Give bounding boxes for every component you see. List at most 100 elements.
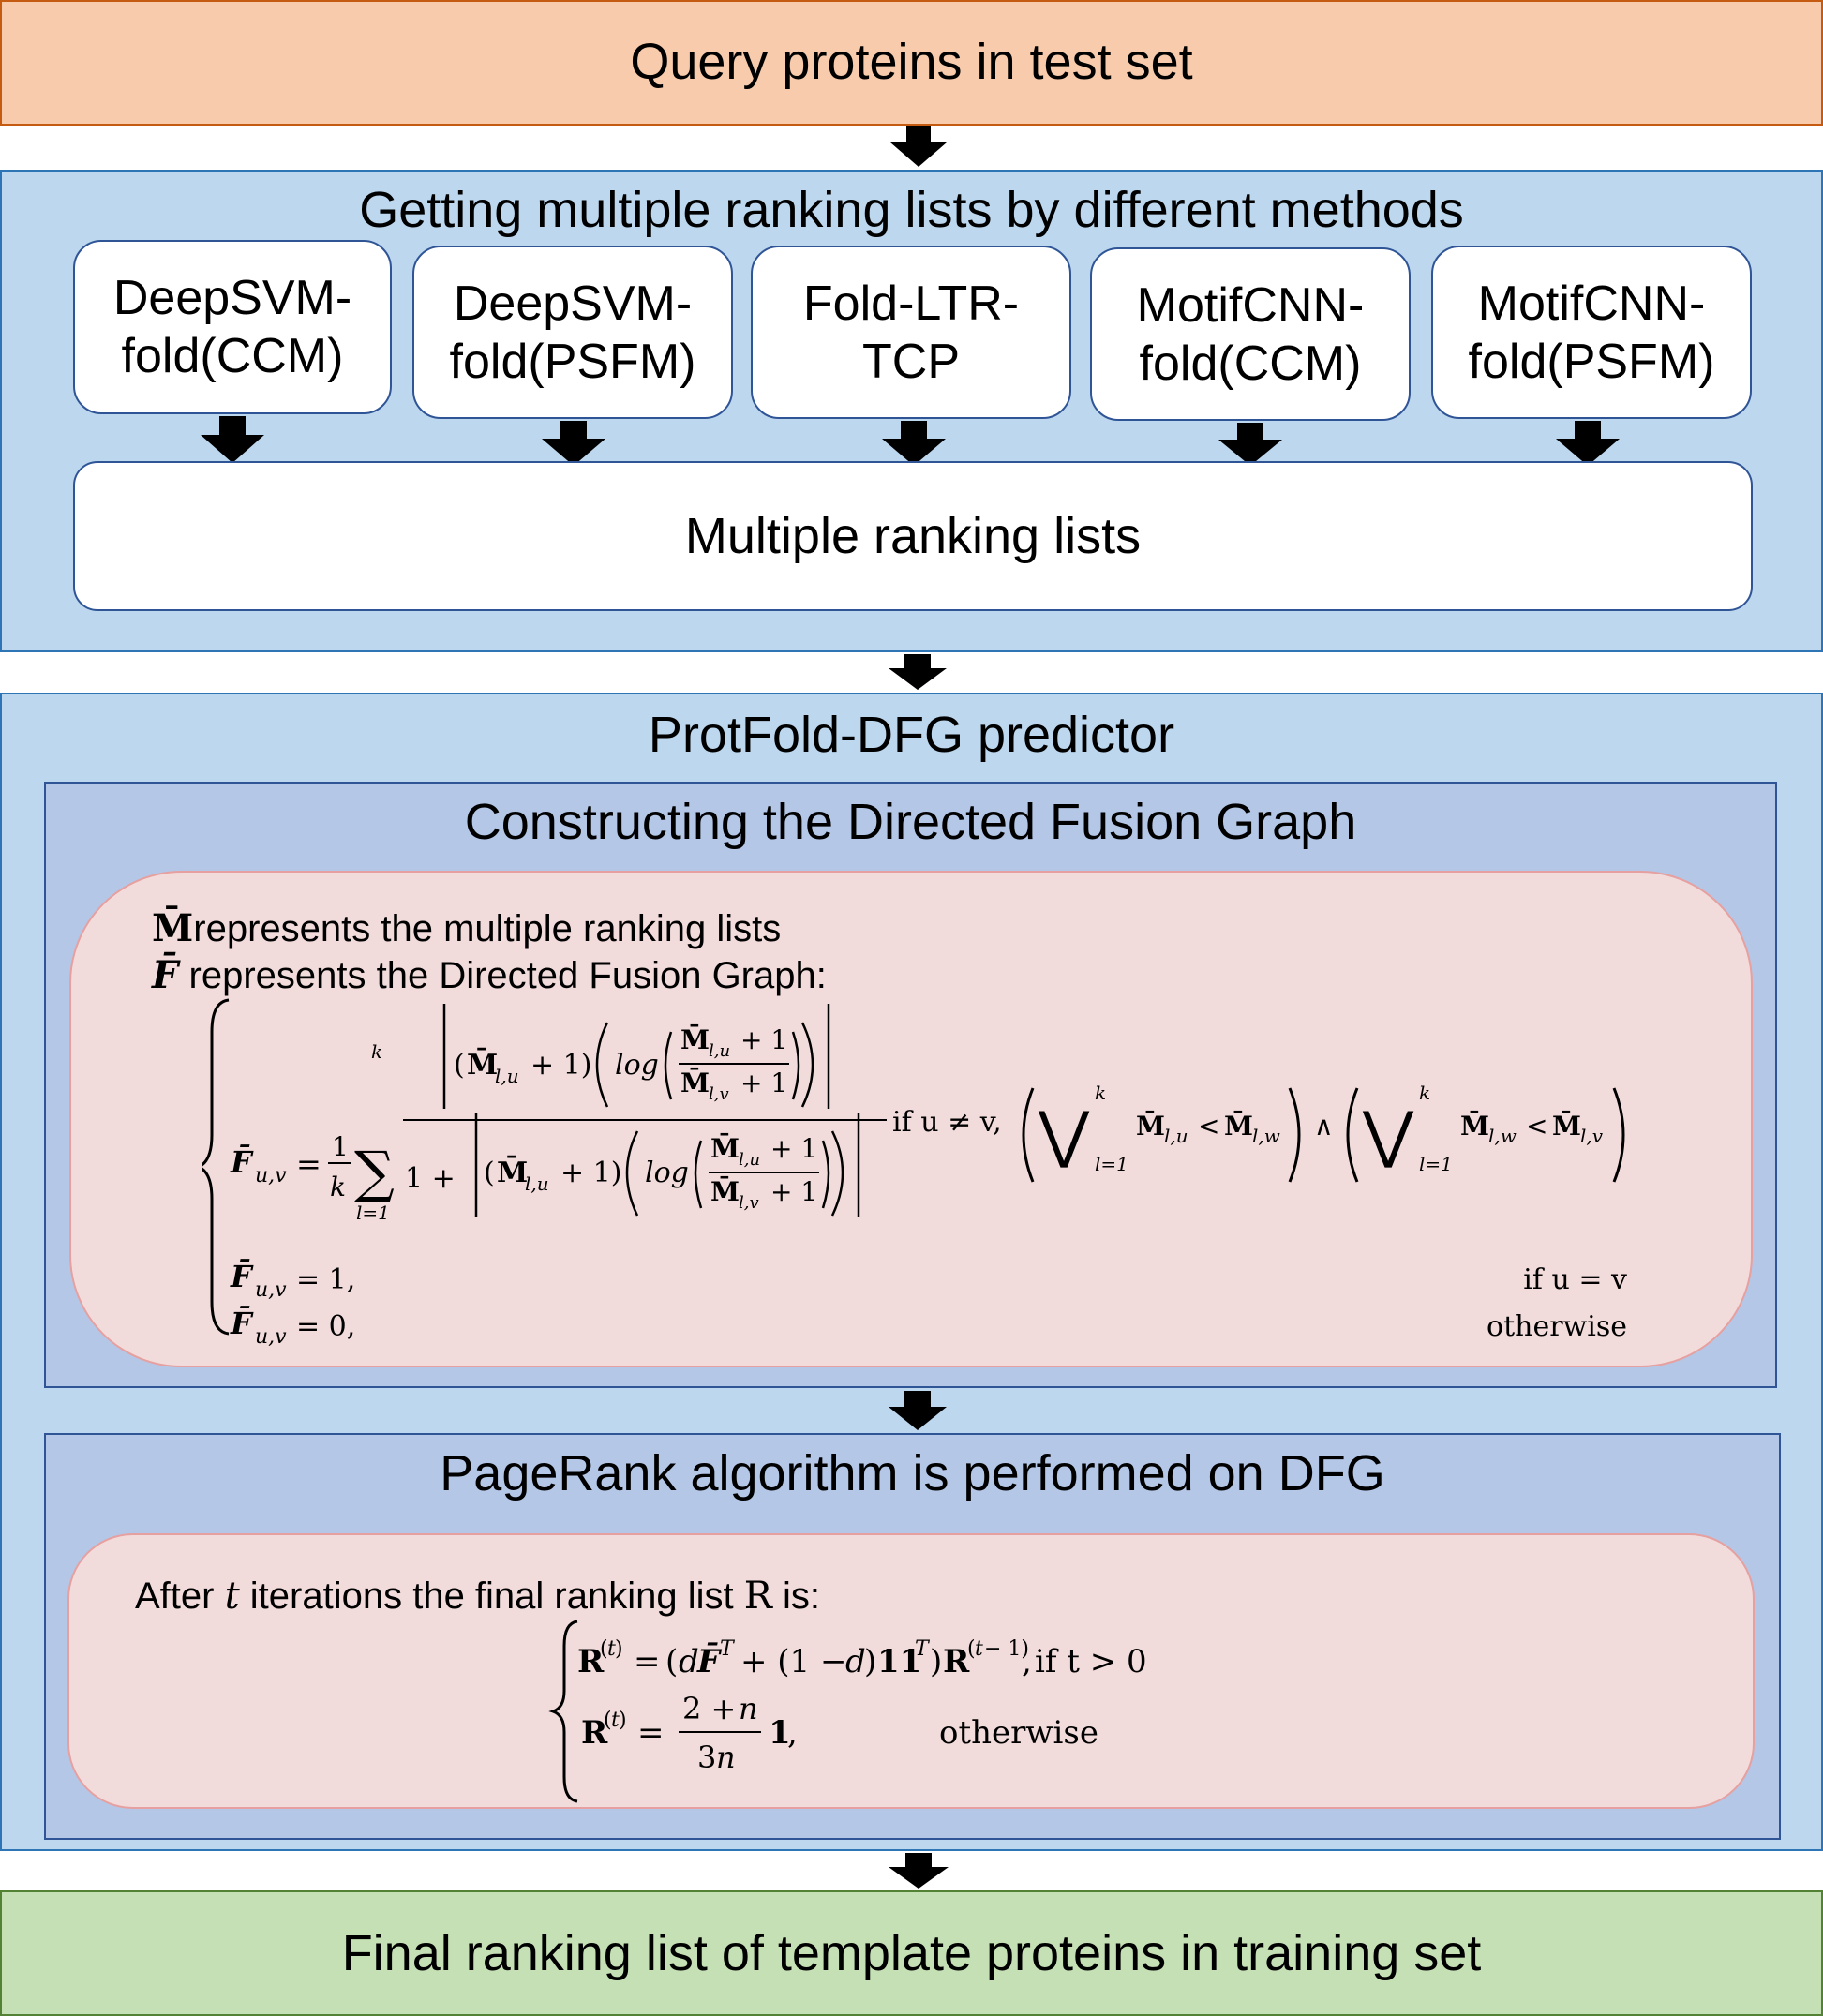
svg-text:<: <: [1198, 1111, 1219, 1142]
svg-text:− 1): − 1): [984, 1637, 1029, 1661]
svg-text:=: =: [634, 1643, 661, 1680]
svg-text:M̄: M̄: [1224, 1110, 1253, 1142]
svg-text:(: (: [665, 1643, 678, 1680]
left-brace: [202, 998, 230, 1336]
svg-text:⋁: ⋁: [1362, 1098, 1414, 1171]
eq-cond-2: if u = v: [1523, 1263, 1627, 1296]
svg-text:l,u: l,u: [739, 1150, 760, 1170]
arrow-down-icon: [890, 126, 947, 167]
arrow-down-icon: [1218, 423, 1282, 466]
arrow-down-icon: [1556, 421, 1620, 466]
svg-text:log: log: [645, 1157, 689, 1189]
svg-text:l,v: l,v: [1580, 1125, 1604, 1147]
svg-text:log: log: [615, 1049, 659, 1082]
svg-text:2 +: 2 +: [682, 1691, 736, 1726]
svg-text:(: (: [600, 1637, 608, 1661]
svg-text:k: k: [1095, 1082, 1106, 1104]
arrow-down-icon: [201, 416, 264, 463]
intro-text: is:: [771, 1575, 820, 1617]
method-label: fold(CCM): [121, 329, 344, 383]
svg-text:,: ,: [1022, 1643, 1032, 1680]
svg-text:R: R: [943, 1643, 970, 1680]
dfg-line-2: F̄ represents the Directed Fusion Graph:: [152, 953, 827, 997]
methods-panel-title: Getting multiple ranking lists by differ…: [359, 182, 1464, 238]
eq-lhs: F̄: [230, 1144, 254, 1180]
svg-text:T: T: [915, 1637, 931, 1661]
pagerank-equation: R (t) = ( d F̄ T + (1 − d ) 11 T ) R (t−…: [548, 1620, 1147, 1803]
svg-text:=: =: [637, 1714, 665, 1752]
svg-text:k: k: [330, 1172, 346, 1202]
svg-text:3: 3: [697, 1740, 716, 1775]
svg-text:l,v: l,v: [709, 1084, 729, 1104]
svg-text:M̄: M̄: [1552, 1110, 1581, 1142]
method-box: MotifCNN-fold(CCM): [1090, 247, 1411, 421]
svg-text:l,u: l,u: [709, 1041, 730, 1061]
svg-text:M̄: M̄: [680, 1067, 710, 1098]
sum-symbol: ∑: [354, 1140, 395, 1205]
svg-text:(: (: [484, 1157, 495, 1189]
dfg-line-1: M̄represents the multiple ranking lists: [152, 906, 781, 950]
pagerank-intro: After t iterations the final ranking lis…: [135, 1575, 820, 1618]
svg-text:+ 1: + 1: [770, 1133, 817, 1164]
svg-text:+ 1): + 1): [560, 1157, 621, 1189]
svg-text:n: n: [739, 1691, 758, 1726]
svg-text:u,v: u,v: [255, 1164, 287, 1187]
svg-text:d: d: [845, 1643, 866, 1680]
dfg-formula-box: M̄represents the multiple ranking lists …: [69, 871, 1753, 1367]
final-box: Final ranking list of template proteins …: [0, 1890, 1823, 2016]
method-label: MotifCNN-: [1136, 277, 1365, 333]
method-label: TCP: [862, 334, 960, 389]
dfg-title: Constructing the Directed Fusion Graph: [464, 794, 1357, 850]
svg-text:=: =: [296, 1146, 321, 1182]
method-label: Fold-LTR-: [802, 276, 1020, 331]
method-label: DeepSVM-: [112, 271, 352, 325]
method-label: MotifCNN-: [1477, 276, 1706, 331]
svg-text:l,u: l,u: [495, 1065, 519, 1087]
svg-text:F̄: F̄: [230, 1306, 254, 1341]
f-bar-symbol: F̄: [152, 953, 179, 997]
svg-text:l=1: l=1: [1095, 1153, 1128, 1175]
method-label: fold(PSFM): [1468, 334, 1715, 389]
svg-text:+ 1): + 1): [530, 1049, 591, 1082]
svg-text:R: R: [581, 1714, 608, 1752]
svg-text:d: d: [679, 1643, 699, 1680]
query-box: Query proteins in test set: [0, 0, 1823, 126]
eq-val-0: = 0,: [296, 1310, 355, 1343]
eq-val-1: = 1,: [296, 1263, 355, 1296]
svg-text:,: ,: [787, 1714, 798, 1752]
query-label: Query proteins in test set: [630, 34, 1193, 90]
pagerank-title: PageRank algorithm is performed on DFG: [440, 1445, 1385, 1501]
arrow-down-icon: [889, 1391, 947, 1430]
pagerank-cond-1: if t > 0: [1035, 1643, 1147, 1680]
multiple-lists-label: Multiple ranking lists: [684, 508, 1142, 564]
svg-text:l,w: l,w: [1252, 1125, 1280, 1147]
svg-text:u,v: u,v: [255, 1278, 287, 1302]
method-box: DeepSVM-fold(CCM): [73, 240, 392, 414]
svg-text:t: t: [975, 1637, 983, 1661]
method-label: fold(PSFM): [449, 334, 696, 389]
arrow-down-icon: [889, 1853, 949, 1889]
svg-text:F̄: F̄: [230, 1259, 254, 1294]
svg-text:l=1: l=1: [1419, 1153, 1453, 1175]
svg-text:l,u: l,u: [525, 1172, 549, 1195]
svg-text:M̄: M̄: [710, 1132, 740, 1164]
method-box: MotifCNN-fold(PSFM): [1431, 246, 1752, 419]
intro-text: iterations the final ranking list: [239, 1575, 744, 1617]
m-bar-symbol: M̄: [152, 906, 194, 950]
svg-text:): ): [864, 1643, 876, 1680]
svg-text:): ): [615, 1637, 623, 1661]
dfg-line-2-text: represents the Directed Fusion Graph:: [178, 955, 827, 996]
svg-text:M̄: M̄: [1136, 1110, 1165, 1142]
svg-text:R: R: [577, 1643, 605, 1680]
svg-text:11: 11: [877, 1643, 921, 1680]
svg-text:∧: ∧: [1314, 1111, 1334, 1142]
svg-text:+ 1: + 1: [740, 1024, 787, 1055]
svg-text:+ 1: + 1: [740, 1068, 787, 1098]
svg-text:+ (1 −: + (1 −: [740, 1643, 847, 1680]
svg-text:(: (: [967, 1637, 976, 1661]
svg-text:): ): [930, 1643, 942, 1680]
intro-t: t: [224, 1575, 240, 1618]
svg-text:M̄: M̄: [710, 1175, 740, 1207]
method-box: DeepSVM-fold(PSFM): [412, 246, 733, 419]
svg-text:⋁: ⋁: [1038, 1098, 1090, 1171]
